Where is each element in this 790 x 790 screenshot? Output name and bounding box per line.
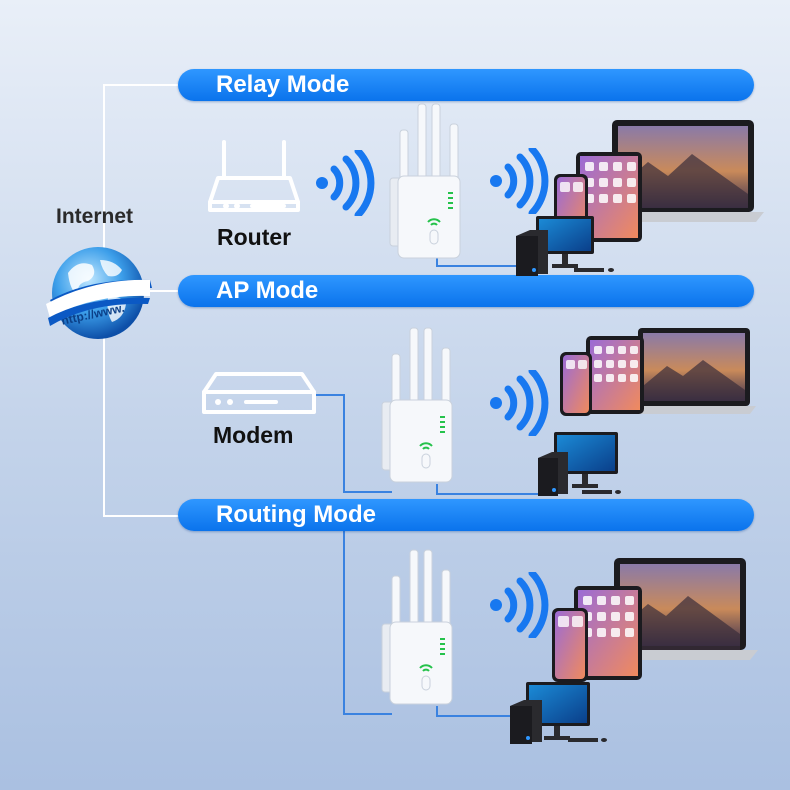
tablet-icon [586, 336, 644, 414]
pc-tower-icon [516, 230, 548, 276]
pc-tower-icon [510, 700, 542, 744]
keyboard-icon [568, 738, 598, 742]
wifi-signal-icon [490, 370, 549, 436]
wifi-extender-icon [389, 103, 461, 259]
wifi-signal-icon [316, 150, 375, 216]
tablet-icon [574, 586, 642, 680]
relay-mode-label: Relay Mode [216, 71, 350, 98]
ap-ethernet-line [436, 484, 540, 495]
keyboard-icon [582, 490, 612, 494]
mouse-icon [601, 738, 607, 742]
wifi-signal-icon [490, 572, 549, 638]
globe-icon: http://www. [46, 247, 152, 339]
relay-mode-bar: Relay Mode [178, 69, 754, 101]
laptop-icon [608, 558, 758, 660]
mouse-icon [608, 268, 614, 272]
modem-icon [202, 372, 316, 414]
ap-mode-label: AP Mode [216, 277, 319, 304]
laptop-icon [632, 328, 756, 414]
client-devices-relay [516, 120, 764, 276]
wifi-signal-icon [490, 148, 549, 214]
routing-mode-label: Routing Mode [216, 501, 376, 528]
wifi-extender-icon [381, 327, 453, 483]
mouse-icon [615, 490, 621, 494]
tablet-icon [576, 152, 642, 242]
ap-mode-bar: AP Mode [178, 275, 754, 307]
smartphone-icon [552, 608, 588, 682]
pc-tower-icon [538, 452, 568, 496]
wifi-extender-icon [381, 549, 453, 705]
relay-ethernet-line [436, 256, 530, 267]
router-icon [208, 140, 300, 212]
smartphone-icon [560, 352, 592, 416]
modem-label: Modem [213, 422, 294, 448]
router-label: Router [217, 224, 292, 250]
ap-modem-line [312, 394, 392, 493]
routing-ethernet-line [436, 706, 518, 717]
client-devices-routing [510, 558, 758, 744]
client-devices-ap [538, 328, 756, 496]
keyboard-icon [574, 268, 604, 272]
routing-mode-bar: Routing Mode [178, 499, 754, 531]
routing-input-line [343, 530, 392, 715]
internet-label: Internet [56, 205, 134, 228]
